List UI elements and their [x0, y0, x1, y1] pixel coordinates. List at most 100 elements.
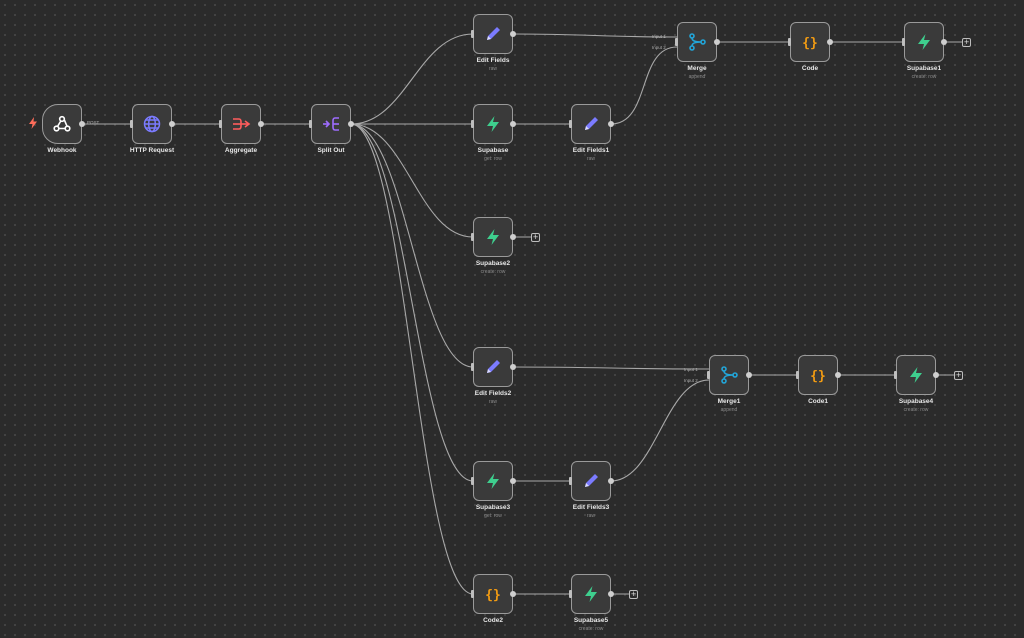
node-subtitle: raw: [488, 66, 498, 72]
input-port[interactable]: [706, 371, 710, 379]
input-port[interactable]: [893, 371, 897, 379]
node-label: HTTP Request: [129, 147, 175, 154]
output-port[interactable]: [608, 121, 614, 127]
node-label: Merge: [687, 65, 707, 72]
output-port[interactable]: [510, 121, 516, 127]
supabase-icon: [487, 473, 499, 489]
node-supabase3[interactable]: [473, 461, 513, 501]
input-port[interactable]: [795, 371, 799, 379]
output-port[interactable]: [169, 121, 175, 127]
node-supabase2[interactable]: [473, 217, 513, 257]
node-supabase4[interactable]: [896, 355, 936, 395]
node-editfields1[interactable]: [571, 104, 611, 144]
node-merge[interactable]: [677, 22, 717, 62]
add-node-button[interactable]: +: [531, 232, 540, 242]
input-port[interactable]: [470, 30, 474, 38]
pencil-icon: [585, 474, 598, 487]
output-port[interactable]: [608, 591, 614, 597]
node-editfields[interactable]: [473, 14, 513, 54]
input-port[interactable]: [568, 477, 572, 485]
output-port[interactable]: [608, 478, 614, 484]
connection-editfields2-merge1[interactable]: [512, 366, 710, 370]
supabase-icon: [910, 367, 922, 383]
node-label: Code2: [483, 617, 503, 624]
connection-splitout-editfields2[interactable]: [350, 123, 474, 368]
node-label: Supabase2: [475, 260, 511, 267]
output-port[interactable]: [714, 39, 720, 45]
connection-splitout-supabase2[interactable]: [350, 123, 474, 238]
output-port[interactable]: [827, 39, 833, 45]
node-code1[interactable]: {}: [798, 355, 838, 395]
input-port[interactable]: [470, 590, 474, 598]
input-port[interactable]: [674, 38, 678, 46]
input-1-label: Input 1: [684, 367, 698, 372]
node-aggregate[interactable]: [221, 104, 261, 144]
node-code2[interactable]: {}: [473, 574, 513, 614]
pencil-icon: [487, 360, 500, 373]
output-port[interactable]: [941, 39, 947, 45]
code-icon: {}: [485, 588, 501, 603]
node-supabase[interactable]: [473, 104, 513, 144]
add-node-button[interactable]: +: [954, 370, 963, 380]
input-port[interactable]: [470, 363, 474, 371]
output-port[interactable]: [79, 121, 85, 127]
input-port[interactable]: [129, 120, 133, 128]
input-port[interactable]: [470, 233, 474, 241]
node-webhook[interactable]: [42, 104, 82, 144]
connection-editfields1-merge[interactable]: [610, 46, 678, 125]
node-editfields2[interactable]: [473, 347, 513, 387]
input-port[interactable]: [218, 120, 222, 128]
node-subtitle: create: row: [911, 74, 937, 80]
output-port[interactable]: [258, 121, 264, 127]
output-port[interactable]: [933, 372, 939, 378]
output-port[interactable]: [510, 234, 516, 240]
connection-splitout-code2[interactable]: [350, 123, 474, 595]
connection-editfields3-merge1[interactable]: [610, 379, 710, 482]
output-port[interactable]: [348, 121, 354, 127]
node-label: Supabase3: [475, 504, 511, 511]
svg-text:{}: {}: [802, 36, 818, 51]
aggregate-icon: [233, 118, 251, 130]
node-label: Code: [801, 65, 819, 72]
node-subtitle: get: row: [484, 156, 502, 162]
svg-text:{}: {}: [810, 369, 826, 384]
input-port[interactable]: [568, 590, 572, 598]
connection-editfields-merge[interactable]: [512, 33, 678, 38]
node-http[interactable]: [132, 104, 172, 144]
merge-icon: [689, 33, 706, 51]
output-port[interactable]: [510, 364, 516, 370]
node-code[interactable]: {}: [790, 22, 830, 62]
node-editfields3[interactable]: [571, 461, 611, 501]
pencil-icon: [487, 27, 500, 40]
http-method-tag: POST: [87, 120, 100, 125]
add-node-button[interactable]: +: [629, 589, 638, 599]
output-port[interactable]: [510, 478, 516, 484]
supabase-icon: [487, 229, 499, 245]
node-supabase1[interactable]: [904, 22, 944, 62]
node-subtitle: raw: [586, 513, 596, 519]
node-supabase5[interactable]: [571, 574, 611, 614]
input-port[interactable]: [470, 120, 474, 128]
output-port[interactable]: [510, 31, 516, 37]
node-merge1[interactable]: [709, 355, 749, 395]
pencil-icon: [585, 117, 598, 130]
connection-splitout-supabase3[interactable]: [350, 123, 474, 482]
node-splitout[interactable]: [311, 104, 351, 144]
input-port[interactable]: [787, 38, 791, 46]
input-port[interactable]: [568, 120, 572, 128]
output-port[interactable]: [746, 372, 752, 378]
input-port[interactable]: [308, 120, 312, 128]
supabase-icon: [918, 34, 930, 50]
node-label: Webhook: [47, 147, 77, 154]
input-port[interactable]: [901, 38, 905, 46]
output-port[interactable]: [835, 372, 841, 378]
add-node-button[interactable]: +: [962, 37, 971, 47]
input-port[interactable]: [470, 477, 474, 485]
connection-splitout-editfields[interactable]: [350, 33, 474, 125]
svg-text:{}: {}: [485, 588, 501, 603]
merge-icon: [721, 366, 738, 384]
output-port[interactable]: [510, 591, 516, 597]
node-subtitle: append: [720, 407, 738, 413]
